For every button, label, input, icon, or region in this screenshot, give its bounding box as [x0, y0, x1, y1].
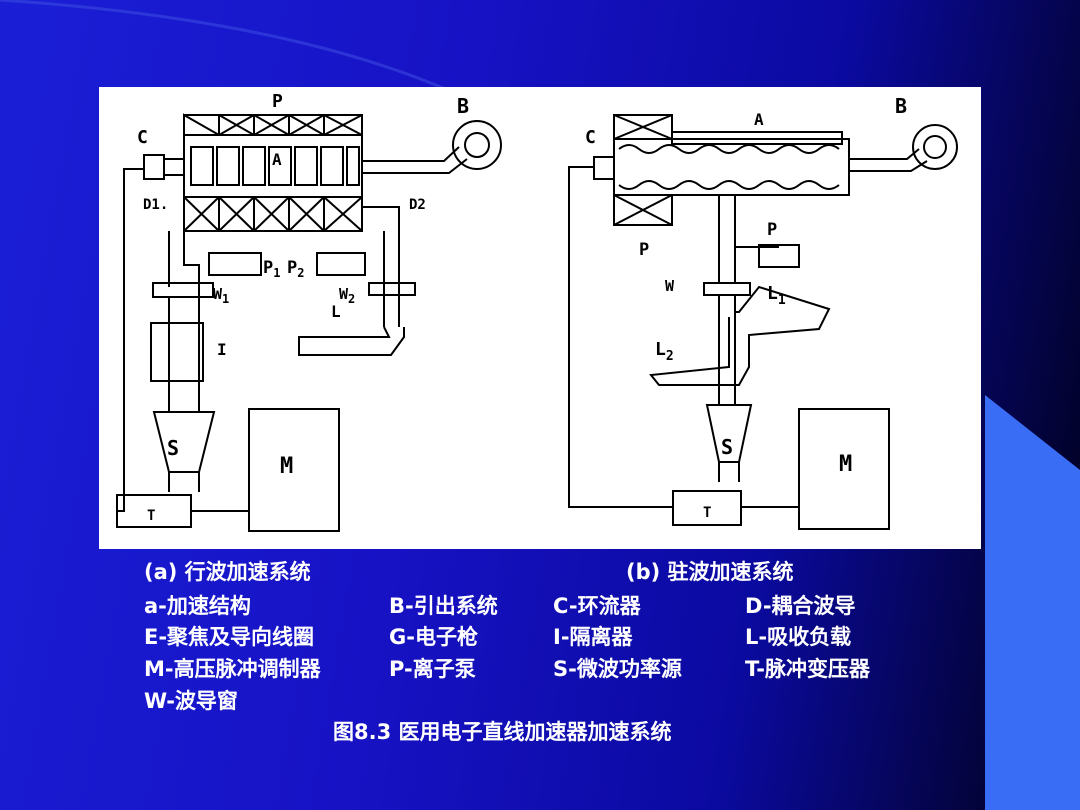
legend-item: L-吸收负载: [745, 625, 852, 649]
label-b-S: S: [721, 435, 733, 459]
label-a-P1: P1: [263, 258, 280, 280]
label-b-L1: L1: [767, 283, 786, 308]
subcaption-b: (b) 驻波加速系统: [626, 560, 794, 584]
legend-item: C-环流器: [553, 594, 641, 618]
legend-item: T-脉冲变压器: [745, 657, 870, 681]
subcaption-a: (a) 行波加速系统: [144, 560, 311, 584]
diagram-a-labels: P B C A D1. D2 P1 P2 W1 W2 L I S M T: [137, 91, 469, 524]
diagram-a: [116, 113, 502, 532]
label-a-P: P: [272, 91, 283, 112]
legend-item: I-隔离器: [553, 625, 633, 649]
legend-item: D-耦合波导: [745, 594, 856, 618]
label-a-A: A: [272, 150, 282, 169]
diagram-b: [568, 114, 958, 530]
label-a-P2: P2: [287, 258, 304, 280]
label-a-L: L: [331, 302, 341, 321]
label-a-I: I: [217, 340, 227, 359]
label-a-D2: D2: [409, 197, 426, 213]
label-a-W2: W2: [339, 285, 355, 306]
label-a-S: S: [167, 436, 179, 460]
label-a-C: C: [137, 127, 148, 148]
decorative-curve: [0, 0, 471, 102]
label-a-W1: W1: [213, 285, 229, 306]
decorative-triangle: [985, 395, 1080, 810]
diagram-figure: P B C A D1. D2 P1 P2 W1 W2 L I S M T: [99, 87, 981, 549]
figure-title: 图8.3 医用电子直线加速器加速系统: [333, 720, 672, 744]
legend-item: M-高压脉冲调制器: [144, 657, 321, 681]
label-a-B: B: [457, 94, 469, 118]
legend-item: E-聚焦及导向线圈: [144, 625, 315, 649]
label-b-B: B: [895, 94, 907, 118]
legend-item: W-波导窗: [144, 689, 238, 713]
legend-item: S-微波功率源: [553, 657, 682, 681]
label-b-M: M: [839, 452, 852, 477]
label-b-A: A: [754, 110, 764, 129]
diagram-b-labels: A B C P P W L1 L2 S M T: [585, 94, 907, 521]
label-a-T: T: [147, 508, 155, 524]
label-b-C: C: [585, 127, 596, 148]
label-b-P-right: P: [767, 220, 777, 240]
legend-item: a-加速结构: [144, 594, 251, 618]
legend-item: P-离子泵: [389, 657, 476, 681]
legend-item: B-引出系统: [389, 594, 498, 618]
diagram-svg: P B C A D1. D2 P1 P2 W1 W2 L I S M T: [116, 91, 958, 532]
legend-item: G-电子枪: [389, 625, 478, 649]
label-b-P-left: P: [639, 240, 649, 260]
label-b-T: T: [703, 505, 711, 521]
label-b-W: W: [665, 277, 675, 295]
label-a-M: M: [280, 454, 293, 479]
label-a-D1: D1.: [143, 197, 168, 213]
label-b-L2: L2: [655, 339, 674, 364]
